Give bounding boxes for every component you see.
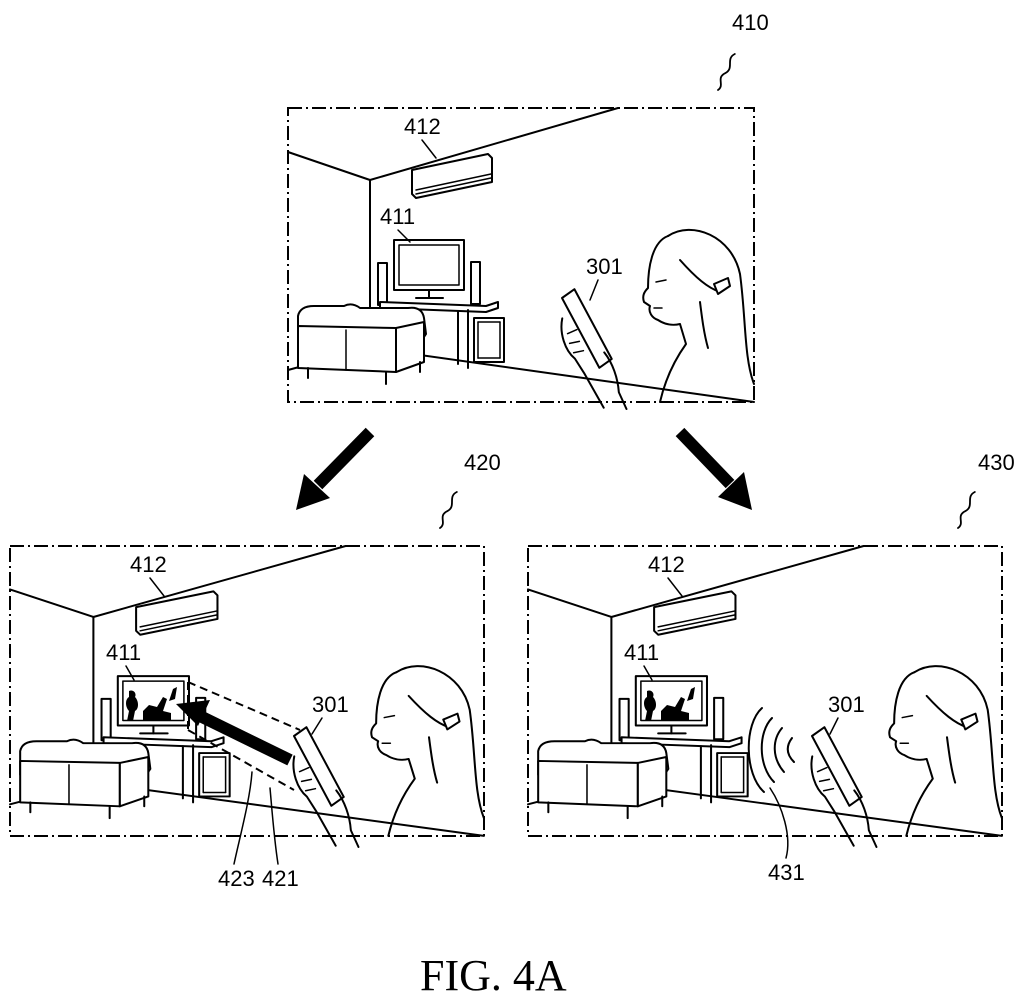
signal-waves-431 (749, 708, 794, 792)
label-device-301: 301 (312, 692, 349, 717)
label-tv-411: 411 (106, 640, 141, 665)
label-tv-411: 411 (380, 204, 415, 229)
label-tv-411: 411 (624, 640, 659, 665)
panel-410-label: 410 (732, 10, 769, 35)
label-device-301: 301 (586, 254, 623, 279)
label-pointing-ray-423: 423 (218, 866, 255, 891)
room-scene-430 (528, 546, 1002, 836)
room-scene-420 (10, 546, 484, 836)
label-air-conditioner-412: 412 (130, 552, 167, 577)
label-air-conditioner-412: 412 (404, 114, 441, 139)
room-scene-410 (288, 108, 754, 402)
panel-420-label: 420 (464, 450, 501, 475)
panel-410: 410 412 411 301 (288, 10, 769, 419)
arrow-to-420 (296, 432, 370, 510)
phone-301 (553, 284, 626, 419)
panel-430-label: 430 (978, 450, 1015, 475)
panel-430: 430 412 411 301 431 (528, 450, 1015, 885)
figure-caption: FIG. 4A (420, 951, 567, 996)
label-beam-area-421: 421 (262, 866, 299, 891)
arrow-to-430 (680, 432, 752, 510)
panel-420: 420 412 411 301 423 421 (10, 450, 501, 891)
label-air-conditioner-412: 412 (648, 552, 685, 577)
label-device-301: 301 (828, 692, 865, 717)
label-signal-waves-431: 431 (768, 860, 805, 885)
